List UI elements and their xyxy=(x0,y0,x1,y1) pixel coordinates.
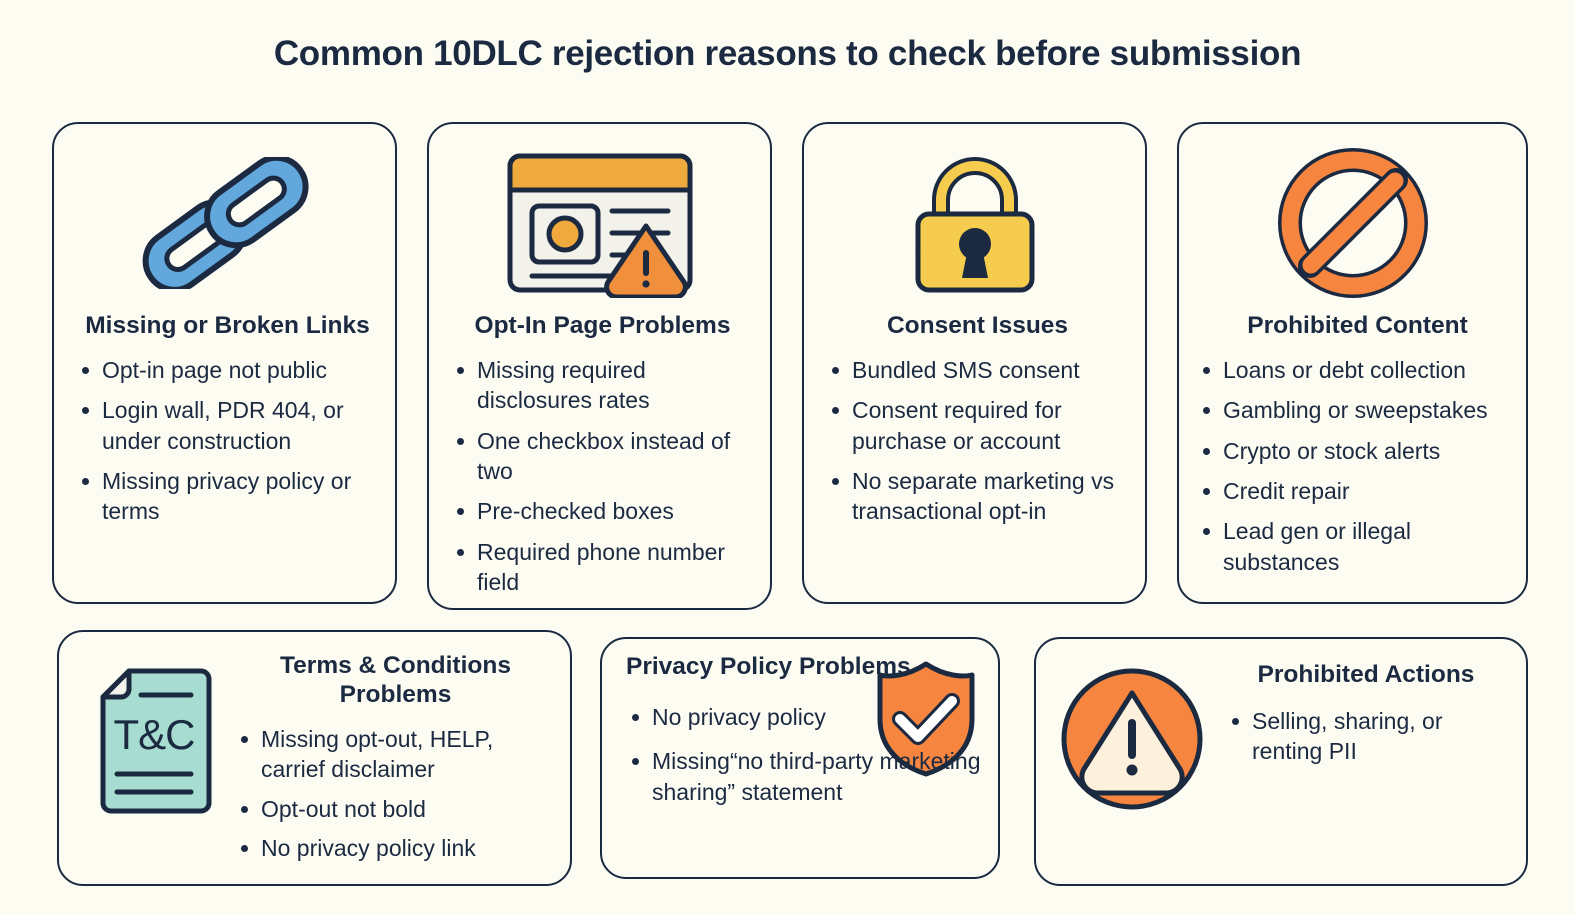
list-item: Missing“no third-party marketing sharing… xyxy=(626,746,984,807)
card-prohibited-content: Prohibited Content Loans or debt collect… xyxy=(1177,122,1528,604)
card-title: Missing or Broken Links xyxy=(85,312,370,339)
list-item: Missing opt-out, HELP, carrief disclaime… xyxy=(235,724,556,785)
list-item: Loans or debt collection xyxy=(1197,355,1518,385)
card-title: Privacy Policy Problems xyxy=(626,653,911,680)
card-title: Prohibited Content xyxy=(1247,312,1468,339)
shield-check-icon xyxy=(872,659,980,779)
list-item: Credit repair xyxy=(1197,476,1518,506)
list-item: Lead gen or illegal substances xyxy=(1197,516,1518,577)
list-item: Opt-in page not public xyxy=(76,355,379,385)
list-item: Pre-checked boxes xyxy=(451,496,754,526)
list-item: Required phone number field xyxy=(451,537,754,598)
list-item: Missing required disclosures rates xyxy=(451,355,754,416)
bullet-list: Missing required disclosures rates One c… xyxy=(451,355,754,598)
list-item: Bundled SMS consent xyxy=(826,355,1129,385)
terms-document-icon: T&C xyxy=(95,666,217,816)
list-item: Crypto or stock alerts xyxy=(1197,436,1518,466)
list-item: One checkbox instead of two xyxy=(451,426,754,487)
list-item: No separate marketing vs transactional o… xyxy=(826,466,1129,527)
card-title: Terms & Conditions Problems xyxy=(280,652,511,708)
list-item: Selling, sharing, or renting PII xyxy=(1226,706,1506,767)
chain-links-icon xyxy=(54,148,395,298)
bullet-list: Selling, sharing, or renting PII xyxy=(1226,706,1506,767)
list-item: Gambling or sweepstakes xyxy=(1197,395,1518,425)
bullet-list: No privacy policy Missing“no third-party… xyxy=(626,702,984,807)
list-item: Opt-out not bold xyxy=(235,794,556,824)
card-missing-or-broken-links: Missing or Broken Links Opt-in page not … xyxy=(52,122,397,604)
svg-text:T&C: T&C xyxy=(114,711,195,758)
list-item: Consent required for purchase or account xyxy=(826,395,1129,456)
list-item: Missing privacy policy or terms xyxy=(76,466,379,527)
bullet-list: Loans or debt collection Gambling or swe… xyxy=(1197,355,1518,577)
alert-circle-icon xyxy=(1058,665,1206,813)
list-item: Login wall, PDR 404, or under constructi… xyxy=(76,395,379,456)
bullet-list: Bundled SMS consent Consent required for… xyxy=(826,355,1129,527)
list-item: No privacy policy link xyxy=(235,833,556,863)
card-prohibited-actions: Prohibited Actions Selling, sharing, or … xyxy=(1034,637,1528,886)
card-opt-in-page-problems: Opt-In Page Problems Missing required di… xyxy=(427,122,772,610)
card-title: Opt-In Page Problems xyxy=(474,312,731,339)
bullet-list: Opt-in page not public Login wall, PDR 4… xyxy=(76,355,379,527)
card-privacy-policy-problems: Privacy Policy Problems No privacy polic… xyxy=(600,637,1000,879)
padlock-icon xyxy=(804,148,1145,298)
card-title: Consent Issues xyxy=(886,312,1069,339)
card-consent-issues: Consent Issues Bundled SMS consent Conse… xyxy=(802,122,1147,604)
list-item: No privacy policy xyxy=(626,702,984,732)
opt-in-page-warning-icon xyxy=(429,148,770,298)
card-terms-and-conditions-problems: T&C Terms & Conditions Problems Missing … xyxy=(57,630,572,886)
card-title: Prohibited Actions xyxy=(1257,661,1475,688)
bullet-list: Missing opt-out, HELP, carrief disclaime… xyxy=(235,724,556,863)
page-title: Common 10DLC rejection reasons to check … xyxy=(273,34,1302,73)
prohibition-sign-icon xyxy=(1179,148,1526,298)
